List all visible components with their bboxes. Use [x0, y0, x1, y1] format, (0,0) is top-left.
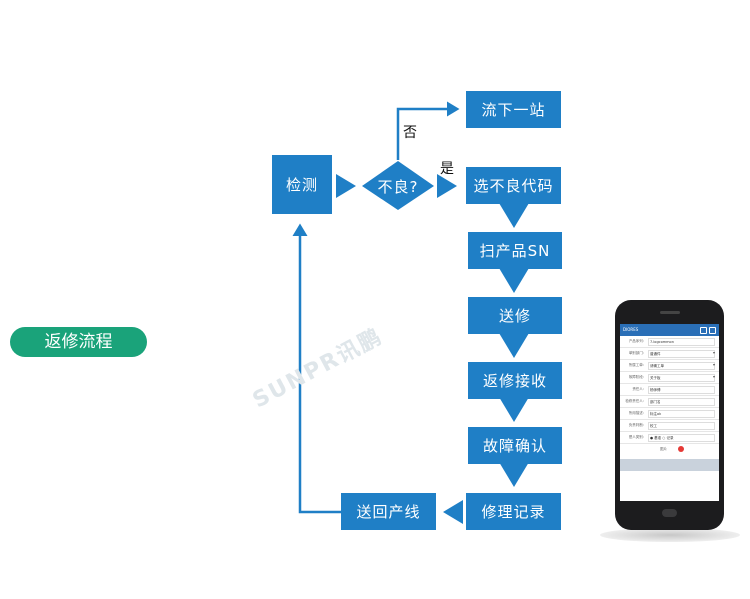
- form-label: 是人类别:: [628, 435, 644, 439]
- node-fault-confirm-label: 故障确认: [482, 437, 547, 455]
- form-value[interactable]: 部门名: [648, 398, 715, 406]
- node-repair-record: 修理记录: [466, 493, 561, 530]
- title-pill: 返修流程: [10, 327, 147, 357]
- node-repair-receive-label: 返修接收: [482, 372, 547, 390]
- form-row: 负责判断: 校工: [620, 420, 719, 432]
- form-row: 单别部门: 普通件: [620, 348, 719, 360]
- node-select-code-label: 选不良代码: [473, 177, 554, 195]
- form-label: 所属工单:: [628, 363, 644, 367]
- phone-speaker: [660, 311, 680, 314]
- form-list: 产品序列: 7.logcommon 单别部门: 普通件 所属工单: 请确工单 故…: [620, 336, 719, 471]
- node-select-code: 选不良代码: [466, 167, 561, 204]
- form-label: 责任人:: [632, 387, 644, 391]
- node-send-back-label: 送回产线: [356, 503, 421, 521]
- form-row: 产品序列: 7.logcommon: [620, 336, 719, 348]
- node-next-station-label: 流下一站: [481, 101, 546, 119]
- edge-label-yes: 是: [440, 161, 454, 177]
- form-label: 产品序列:: [628, 339, 644, 343]
- node-repair-receive: 返修接收: [468, 362, 562, 399]
- form-row: 是人类别: ● 基准 ○ 记录: [620, 432, 719, 444]
- form-radio-group[interactable]: ● 基准 ○ 记录: [648, 434, 715, 442]
- chevron-down-icon: [713, 352, 715, 354]
- app-header: DIORES: [620, 324, 719, 336]
- form-label: 故障阶段:: [628, 375, 644, 379]
- form-label: 检修责任人:: [625, 399, 644, 403]
- form-label: 单别部门:: [628, 351, 644, 355]
- arrow-loop: [292, 223, 341, 514]
- node-inspect: 检测: [272, 155, 332, 214]
- form-value[interactable]: 标注ok: [648, 410, 715, 418]
- chevron-down-icon: [713, 376, 715, 378]
- phone-mockup: DIORES 产品序列: 7.logcommon 单别部门: 普通件 所属工单:…: [615, 300, 724, 530]
- photo-row: 图片: [620, 444, 719, 455]
- form-label: 所用描述:: [628, 411, 644, 415]
- decision-text: 不良?: [377, 177, 419, 196]
- node-decision-label: 不良?: [370, 176, 426, 196]
- node-next-station: 流下一站: [466, 91, 561, 128]
- form-value[interactable]: 7.logcommon: [648, 338, 715, 346]
- delete-photo-icon[interactable]: [678, 446, 684, 452]
- edge-label-no: 否: [403, 125, 417, 141]
- home-button[interactable]: [662, 509, 677, 517]
- node-repair-record-label: 修理记录: [481, 503, 546, 521]
- node-send-repair: 送修: [468, 297, 562, 334]
- form-value[interactable]: 请确工单: [648, 362, 715, 370]
- node-send-back: 送回产线: [341, 493, 436, 530]
- form-row: 责任人: 杨师傅: [620, 384, 719, 396]
- node-inspect-label: 检测: [285, 176, 318, 194]
- decision-diamond: [362, 161, 434, 210]
- photo-label: 图片: [660, 447, 667, 451]
- node-fault-confirm: 故障确认: [468, 427, 562, 464]
- form-row: 故障阶段: 关于板: [620, 372, 719, 384]
- arrow-no: [396, 101, 460, 160]
- form-label: 负责判断:: [628, 423, 644, 427]
- node-scan-sn-label: 扫产品SN: [479, 242, 551, 260]
- photo-strip: [620, 459, 719, 471]
- chevron-down-icon: [713, 364, 715, 366]
- form-value[interactable]: 杨师傅: [648, 386, 715, 394]
- phone-screen: DIORES 产品序列: 7.logcommon 单别部门: 普通件 所属工单:…: [620, 324, 719, 501]
- form-row: 所用描述: 标注ok: [620, 408, 719, 420]
- node-scan-sn: 扫产品SN: [468, 232, 562, 269]
- form-value[interactable]: 关于板: [648, 374, 715, 382]
- form-row: 检修责任人: 部门名: [620, 396, 719, 408]
- app-title: DIORES: [623, 327, 639, 332]
- phone-shadow: [600, 528, 740, 542]
- node-send-repair-label: 送修: [498, 307, 531, 325]
- form-value[interactable]: 普通件: [648, 350, 715, 358]
- form-value[interactable]: 校工: [648, 422, 715, 430]
- refresh-icon[interactable]: [700, 327, 707, 334]
- form-row: 所属工单: 请确工单: [620, 360, 719, 372]
- exit-icon[interactable]: [709, 327, 716, 334]
